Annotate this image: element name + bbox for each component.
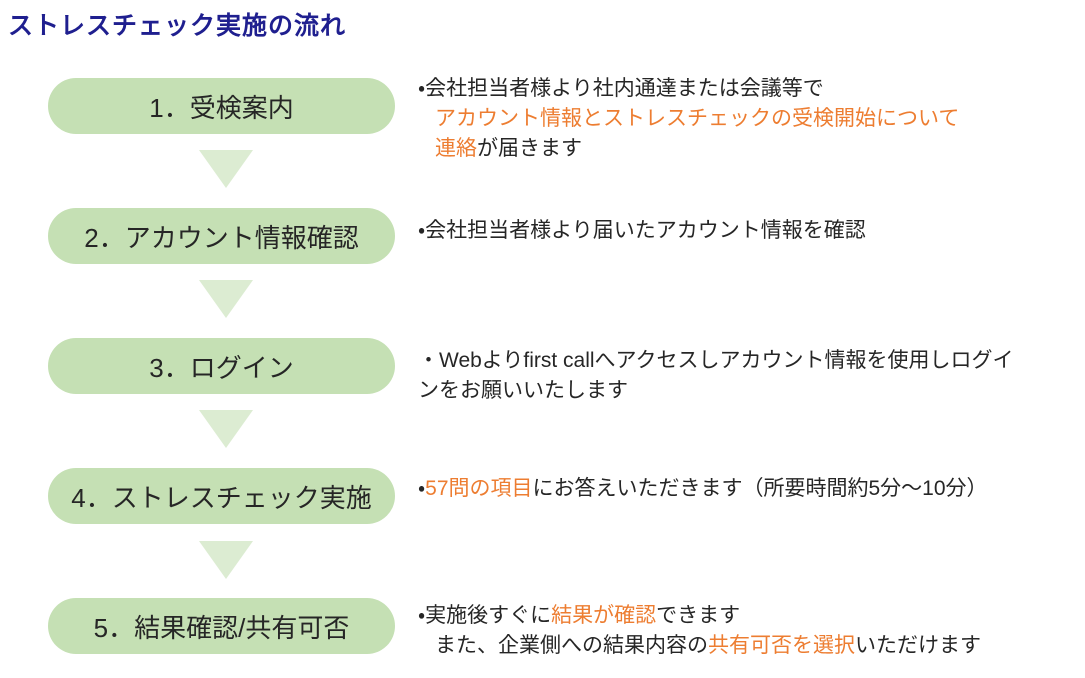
- highlight-segment: 連絡: [435, 137, 477, 160]
- text-segment: いただけます: [855, 634, 981, 657]
- flow-step-3-description: ・Webよりfirst callへアクセスしアカウント情報を使用しログイ ンをお…: [418, 346, 1083, 406]
- text-segment: ・実施後すぐに: [418, 604, 552, 627]
- triangle-down-icon: [199, 150, 253, 188]
- highlight-segment: 結果が確認: [551, 604, 657, 627]
- flow-step-5-label: 5．結果確認/共有可否: [93, 612, 350, 643]
- text-segment: ・: [418, 477, 426, 500]
- flow-step-3-pill: 3．ログイン: [48, 338, 395, 394]
- text-line: ・会社担当者様より届いたアカウント情報を確認: [418, 216, 1083, 246]
- flow-step-3-label: 3．ログイン: [149, 352, 294, 383]
- text-segment: ・Webよりfirst callへアクセスしアカウント情報を使用しログイ: [418, 349, 1014, 372]
- text-segment: ンをお願いいたします: [418, 379, 628, 402]
- text-line: アカウント情報とストレスチェックの受検開始について: [418, 104, 1083, 134]
- flow-step-2-description: ・会社担当者様より届いたアカウント情報を確認: [418, 216, 1083, 246]
- flow-step-5-description: ・実施後すぐに結果が確認できます また、企業側への結果内容の共有可否を選択いただ…: [418, 601, 1083, 661]
- text-line: また、企業側への結果内容の共有可否を選択いただけます: [418, 631, 1083, 661]
- text-segment: ・会社担当者様より社内通達または会議等で: [418, 77, 824, 100]
- text-segment: ・会社担当者様より届いたアカウント情報を確認: [418, 219, 866, 242]
- highlight-segment: 57問の項目: [425, 477, 533, 500]
- text-line: ・実施後すぐに結果が確認できます: [418, 601, 1083, 631]
- flow-step-2-pill: 2．アカウント情報確認: [48, 208, 395, 264]
- flow-step-1-description: ・会社担当者様より社内通達または会議等で アカウント情報とストレスチェックの受検…: [418, 74, 1083, 164]
- highlight-segment: アカウント情報とストレスチェックの受検開始について: [435, 107, 960, 130]
- flow-step-5-pill: 5．結果確認/共有可否: [48, 598, 395, 654]
- triangle-down-icon: [199, 280, 253, 318]
- page-title: ストレスチェック実施の流れ: [8, 12, 347, 40]
- text-line: ・会社担当者様より社内通達または会議等で: [418, 74, 1083, 104]
- flow-step-1-label: 1．受検案内: [149, 92, 294, 123]
- flow-step-4-pill: 4．ストレスチェック実施: [48, 468, 395, 524]
- triangle-down-icon: [199, 541, 253, 579]
- flow-step-2-label: 2．アカウント情報確認: [84, 222, 359, 253]
- text-line: 連絡が届きます: [418, 134, 1083, 164]
- flow-step-4-label: 4．ストレスチェック実施: [71, 482, 372, 513]
- text-line: ・57問の項目にお答えいただきます（所要時間約5分～10分）: [418, 474, 1083, 504]
- text-line: ・Webよりfirst callへアクセスしアカウント情報を使用しログイ: [418, 346, 1083, 376]
- text-segment: また、企業側への結果内容の: [435, 634, 708, 657]
- text-segment: できます: [656, 604, 741, 627]
- highlight-segment: 共有可否を選択: [708, 634, 855, 657]
- triangle-down-icon: [199, 410, 253, 448]
- flow-step-1-pill: 1．受検案内: [48, 78, 395, 134]
- text-segment: が届きます: [477, 137, 582, 160]
- flow-step-4-description: ・57問の項目にお答えいただきます（所要時間約5分～10分）: [418, 474, 1083, 504]
- text-line: ンをお願いいたします: [418, 376, 1083, 406]
- text-segment: にお答えいただきます（所要時間約5分～10分）: [532, 477, 988, 500]
